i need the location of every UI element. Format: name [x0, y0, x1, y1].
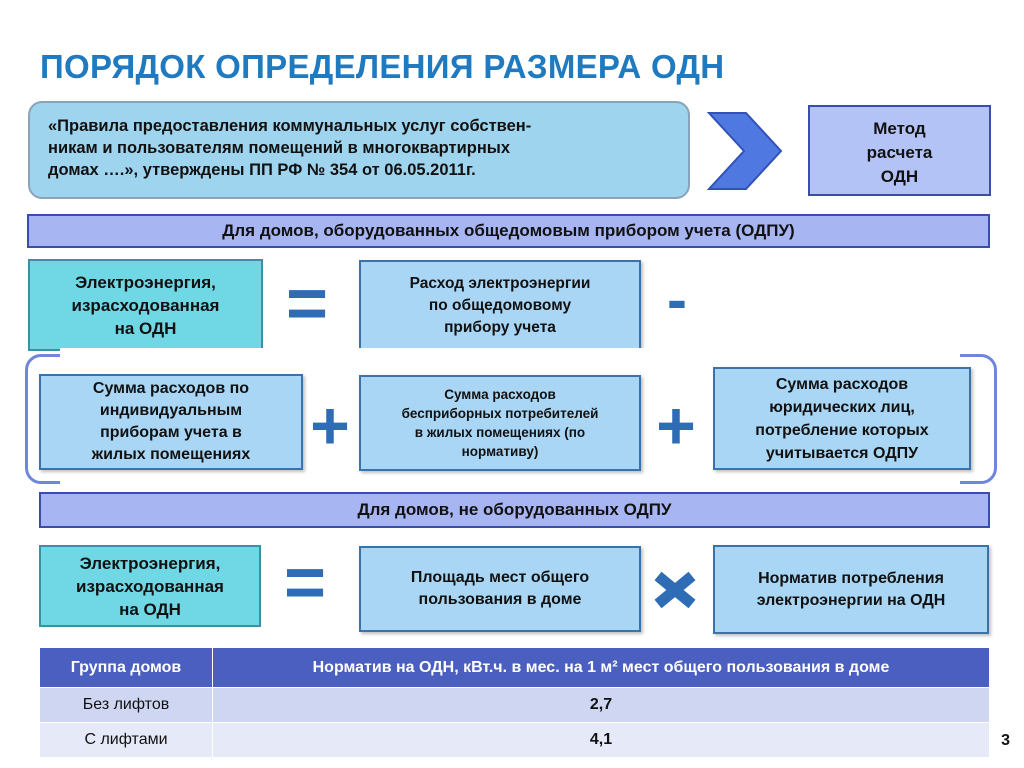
lhs-line3: на ОДН	[114, 318, 177, 338]
method-line3: ОДН	[880, 167, 919, 186]
plus-sign-1: +	[310, 388, 350, 464]
table-row: Без лифтов 2,7	[39, 687, 990, 723]
table-header-row: Группа домов Норматив на ОДН, кВт.ч. в м…	[39, 647, 990, 688]
method-box: Метод расчета ОДН	[808, 105, 991, 196]
regulation-note-line3: домах ….», утверждены ПП РФ № 354 от 06.…	[48, 161, 476, 179]
section-banner-odpu: Для домов, оборудованных общедомовым при…	[27, 214, 990, 248]
lhs-energy-box-no-odpu: Электроэнергия, израсходованная на ОДН	[39, 545, 261, 627]
term2-line4: нормативу)	[461, 444, 539, 459]
lhs-line2: израсходованная	[71, 295, 220, 315]
unmetered-consumers-box: Сумма расходов бесприборных потребителей…	[359, 375, 641, 471]
term2-line3: в жилых помещениях (по	[414, 425, 586, 440]
table-cell-group: Без лифтов	[39, 687, 213, 723]
method-line1: Метод	[873, 119, 926, 138]
table-cell-group: С лифтами	[39, 722, 213, 758]
table-cell-norm: 4,1	[212, 722, 990, 758]
plus-sign-2: +	[656, 388, 696, 464]
legal-entities-box: Сумма расходов юридических лиц, потребле…	[713, 367, 971, 470]
term1-line2: индивидуальным	[99, 402, 243, 419]
multiply-icon	[654, 571, 696, 609]
equals-sign: =	[285, 264, 329, 344]
table-header-norm: Норматив на ОДН, кВт.ч. в мес. на 1 м² м…	[212, 647, 990, 688]
equals-sign-2: =	[283, 543, 327, 623]
chevron-right-icon	[706, 112, 783, 190]
regulation-note-line2: никам и пользователям помещений в многок…	[48, 139, 511, 157]
common-area-box: Площадь мест общего пользования в доме	[359, 546, 641, 632]
norm-line2: электроэнергии на ОДН	[756, 591, 946, 609]
table-cell-norm: 2,7	[212, 687, 990, 723]
minus-sign: -	[667, 266, 687, 333]
norm-table: Группа домов Норматив на ОДН, кВт.ч. в м…	[39, 647, 990, 758]
regulation-note: «Правила предоставления коммунальных усл…	[28, 101, 690, 199]
term3-line4: учитывается ОДПУ	[765, 444, 919, 462]
meter-line3: прибору учета	[444, 319, 556, 336]
area-line1: Площадь мест общего	[410, 569, 590, 586]
term3-line2: юридических лиц,	[769, 398, 915, 416]
term2-line1: Сумма расходов	[444, 387, 556, 402]
page-title: ПОРЯДОК ОПРЕДЕЛЕНИЯ РАЗМЕРА ОДН	[40, 48, 725, 85]
lhs2-line3: на ОДН	[119, 599, 181, 619]
term1-line3: приборам учета в	[100, 424, 242, 441]
lhs2-line2: израсходованная	[76, 576, 224, 596]
lhs2-line1: Электроэнергия,	[79, 553, 221, 573]
individual-meters-box: Сумма расходов по индивидуальным прибора…	[39, 374, 303, 470]
lhs-energy-box-odpu: Электроэнергия, израсходованная на ОДН	[28, 259, 263, 351]
meter-consumption-box: Расход электроэнергии по общедомовому пр…	[359, 260, 641, 352]
table-row: С лифтами 4,1	[39, 722, 990, 758]
meter-line1: Расход электроэнергии	[409, 275, 591, 292]
table-header-group: Группа домов	[39, 647, 213, 688]
consumption-norm-box: Норматив потребления электроэнергии на О…	[713, 545, 989, 634]
term1-line1: Сумма расходов по	[92, 380, 250, 397]
term3-line3: потребление которых	[755, 421, 929, 439]
regulation-note-line1: «Правила предоставления коммунальных усл…	[48, 117, 532, 135]
term2-line2: бесприборных потребителей	[401, 406, 599, 421]
area-line2: пользования в доме	[418, 591, 582, 608]
page-number: 3	[1001, 732, 1010, 749]
meter-line2: по общедомовому	[428, 297, 572, 314]
section-banner-no-odpu: Для домов, не оборудованных ОДПУ	[39, 492, 990, 528]
section-banner-no-odpu-label: Для домов, не оборудованных ОДПУ	[357, 500, 672, 519]
term3-line1: Сумма расходов	[775, 375, 909, 393]
method-line2: расчета	[866, 143, 933, 162]
section-banner-odpu-label: Для домов, оборудованных общедомовым при…	[222, 221, 795, 240]
norm-line1: Норматив потребления	[758, 569, 944, 587]
lhs-line1: Электроэнергия,	[75, 272, 216, 292]
term1-line4: жилых помещениях	[91, 446, 251, 463]
